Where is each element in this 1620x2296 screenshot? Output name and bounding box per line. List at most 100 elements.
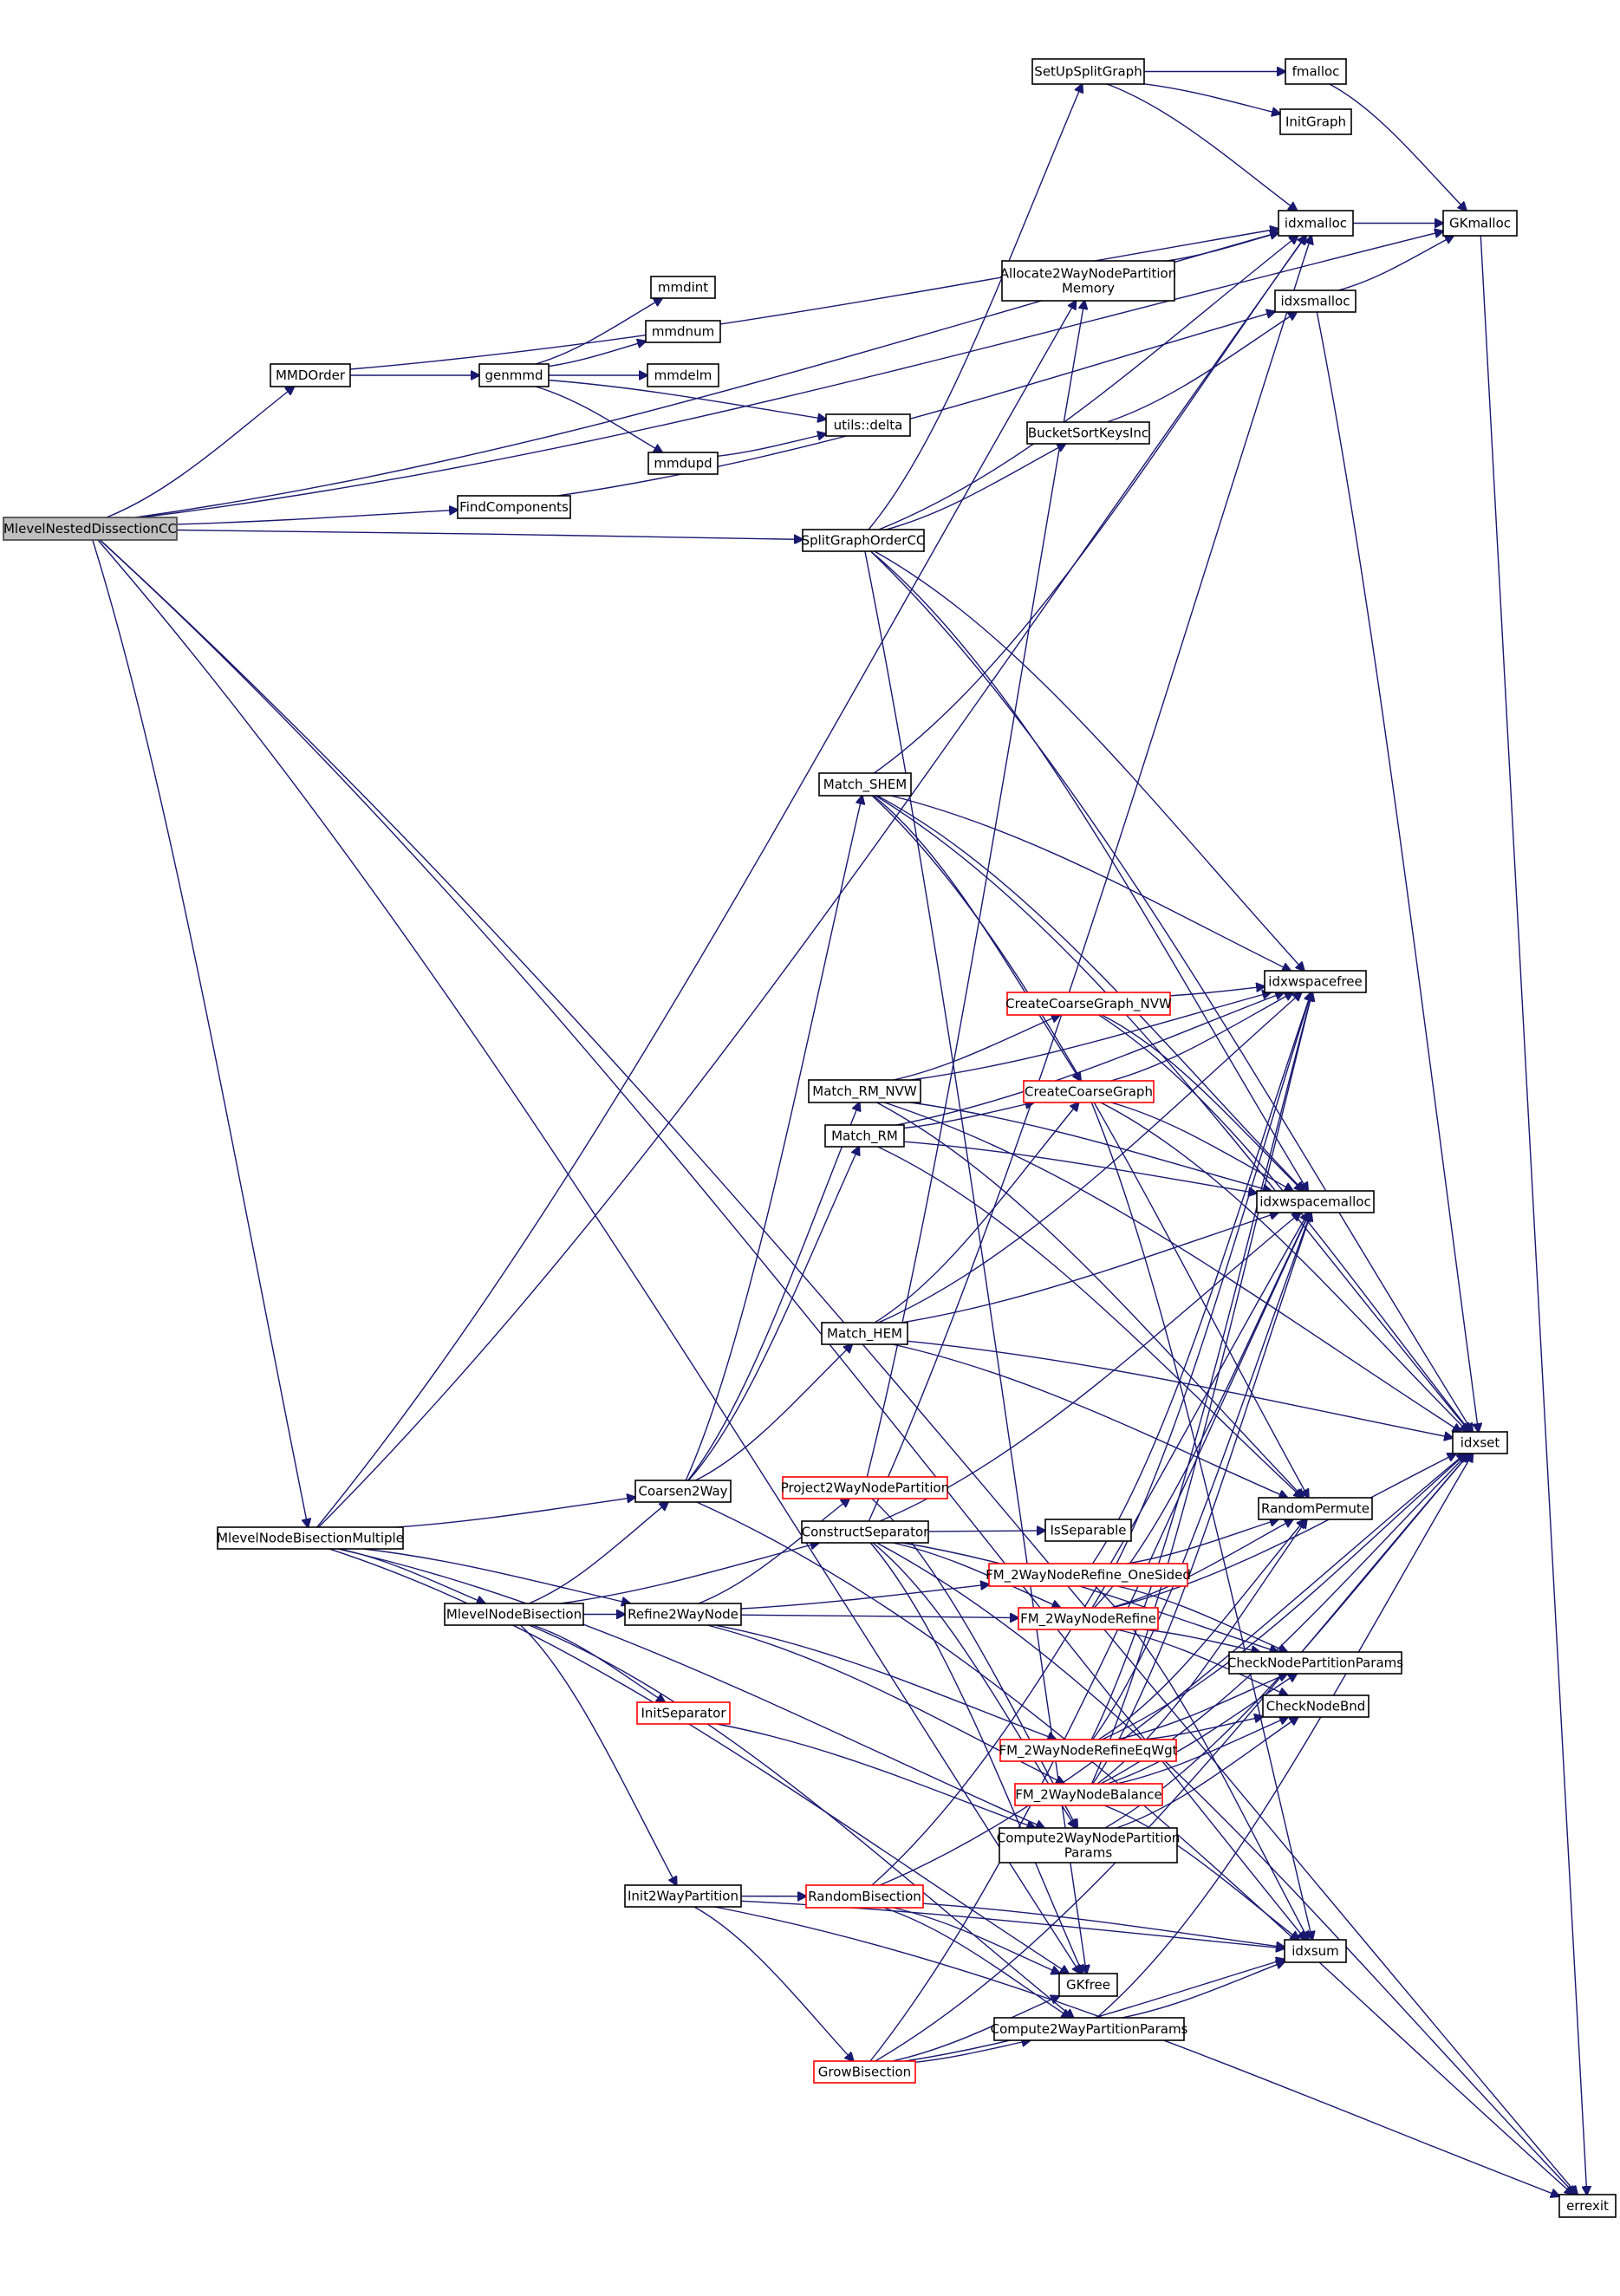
node-box[interactable] [808, 1079, 921, 1103]
node-box[interactable] [1442, 210, 1518, 237]
node-fm-2waynoderefine[interactable]: FM_2WayNodeRefine [1018, 1607, 1159, 1630]
node-box[interactable] [805, 1884, 924, 1909]
node-box[interactable] [988, 1563, 1188, 1587]
node-box[interactable] [1279, 108, 1352, 135]
node-box[interactable] [1258, 1497, 1373, 1520]
node-match-rm-nvw[interactable]: Match_RM_NVW [808, 1079, 921, 1103]
node-match-rm[interactable]: Match_RM [824, 1124, 905, 1148]
node-box[interactable] [634, 1480, 732, 1503]
node-box[interactable] [1452, 1431, 1508, 1454]
node-box[interactable] [993, 2017, 1185, 2041]
node-box[interactable] [1001, 260, 1175, 302]
node-compute2waypartitionparams[interactable]: Compute2WayPartitionParams [991, 2017, 1188, 2041]
node-mmdorder[interactable]: MMDOrder [270, 363, 351, 387]
node-findcomponents[interactable]: FindComponents [457, 495, 571, 519]
node-box[interactable] [782, 1476, 948, 1499]
node-mmdupd[interactable]: mmdupd [647, 452, 719, 475]
node-match-shem[interactable]: Match_SHEM [818, 772, 912, 797]
node-box[interactable] [1278, 210, 1354, 237]
node-box[interactable] [818, 772, 912, 797]
node-box[interactable] [444, 1603, 584, 1626]
node-match-hem[interactable]: Match_HEM [821, 1322, 908, 1345]
node-box[interactable] [636, 1701, 731, 1725]
node-box[interactable] [1264, 970, 1367, 993]
node-coarsen2way[interactable]: Coarsen2Way [634, 1480, 732, 1503]
node-idxwspacefree[interactable]: idxwspacefree [1264, 970, 1367, 993]
node-box[interactable] [801, 1520, 929, 1544]
node-fm-2waynodebalance[interactable]: FM_2WayNodeBalance [1014, 1783, 1163, 1806]
node-fm-2waynoderefine-onesided[interactable]: FM_2WayNodeRefine_OneSided [986, 1563, 1191, 1587]
node-idxsmalloc[interactable]: idxsmalloc [1274, 289, 1357, 313]
node-constructseparator[interactable]: ConstructSeparator [801, 1520, 930, 1544]
node-box[interactable] [813, 2060, 916, 2084]
node-box[interactable] [217, 1526, 404, 1550]
node-box[interactable] [457, 495, 571, 519]
node-genmmd[interactable]: genmmd [478, 363, 550, 387]
node-box[interactable] [1006, 992, 1171, 1016]
node-init2waypartition[interactable]: Init2WayPartition [624, 1884, 742, 1908]
node-splitgraphordercc[interactable]: SplitGraphOrderCC [802, 529, 926, 552]
node-box[interactable] [624, 1884, 742, 1908]
node-box[interactable] [3, 517, 178, 541]
node-box[interactable] [1058, 1973, 1118, 1997]
node-box[interactable] [1228, 1651, 1402, 1675]
node-mmdint[interactable]: mmdint [650, 276, 716, 299]
node-box[interactable] [1014, 1783, 1163, 1806]
node-box[interactable] [650, 276, 716, 299]
node-refine2waynode[interactable]: Refine2WayNode [624, 1603, 742, 1626]
node-box[interactable] [1023, 1080, 1155, 1103]
node-box[interactable] [821, 1322, 908, 1345]
node-box[interactable] [1558, 2194, 1617, 2218]
node-mlevelnodebisection[interactable]: MlevelNodeBisection [444, 1603, 584, 1626]
node-box[interactable] [802, 529, 925, 552]
node-isseparable[interactable]: IsSeparable [1044, 1519, 1132, 1542]
node-box[interactable] [1256, 1190, 1375, 1213]
node-idxset[interactable]: idxset [1452, 1431, 1508, 1454]
node-fm-2waynoderefineeqwgt[interactable]: FM_2WayNodeRefineEqWgt [999, 1739, 1178, 1762]
node-idxwspacemalloc[interactable]: idxwspacemalloc [1256, 1190, 1375, 1213]
node-growbisection[interactable]: GrowBisection [813, 2060, 916, 2084]
node-box[interactable] [1026, 421, 1150, 445]
node-utils-delta[interactable]: utils::delta [825, 413, 911, 437]
node-fmalloc[interactable]: fmalloc [1285, 58, 1347, 85]
node-randombisection[interactable]: RandomBisection [805, 1884, 924, 1909]
node-mlevelnodebisectionmultiple[interactable]: MlevelNodeBisectionMultiple [217, 1526, 404, 1550]
node-createcoarsegraph[interactable]: CreateCoarseGraph [1023, 1080, 1155, 1103]
node-box[interactable] [647, 363, 719, 387]
node-mmdelm[interactable]: mmdelm [647, 363, 719, 387]
node-box[interactable] [478, 363, 550, 387]
node-box[interactable] [1044, 1519, 1132, 1542]
node-gkfree[interactable]: GKfree [1058, 1973, 1118, 1997]
node-gkmalloc[interactable]: GKmalloc [1442, 210, 1518, 237]
node-box[interactable] [1285, 58, 1347, 85]
node-box[interactable] [1274, 289, 1357, 313]
node-mmdnum[interactable]: mmdnum [645, 320, 721, 343]
node-errexit[interactable]: errexit [1558, 2194, 1617, 2218]
node-box[interactable] [999, 1739, 1177, 1762]
node-idxmalloc[interactable]: idxmalloc [1278, 210, 1354, 237]
node-mlevelnesteddissectioncc[interactable]: MlevelNestedDissectionCC [3, 517, 178, 541]
node-idxsum[interactable]: idxsum [1284, 1939, 1347, 1963]
node-checknodepartitionparams[interactable]: CheckNodePartitionParams [1227, 1651, 1403, 1675]
node-box[interactable] [645, 320, 721, 343]
node-box[interactable] [825, 413, 911, 437]
node-bucketsortkeysinc[interactable]: BucketSortKeysInc [1026, 421, 1150, 445]
node-box[interactable] [647, 452, 719, 475]
node-createcoarsegraph-nvw[interactable]: CreateCoarseGraph_NVW [1005, 992, 1172, 1016]
node-box[interactable] [1031, 58, 1145, 85]
node-initgraph[interactable]: InitGraph [1279, 108, 1352, 135]
node-project2waynodepartition[interactable]: Project2WayNodePartition [781, 1476, 949, 1499]
node-initseparator[interactable]: InitSeparator [636, 1701, 731, 1725]
node-box[interactable] [824, 1124, 905, 1148]
node-box[interactable] [270, 363, 351, 387]
node-box[interactable] [624, 1603, 742, 1626]
node-box[interactable] [999, 1827, 1178, 1863]
node-box[interactable] [1284, 1939, 1347, 1963]
node-box[interactable] [1262, 1694, 1370, 1718]
node-box[interactable] [1018, 1607, 1159, 1630]
node-checknodebnd[interactable]: CheckNodeBnd [1262, 1694, 1370, 1718]
node-randompermute[interactable]: RandomPermute [1258, 1497, 1373, 1520]
node-setupsplitgraph[interactable]: SetUpSplitGraph [1031, 58, 1145, 85]
